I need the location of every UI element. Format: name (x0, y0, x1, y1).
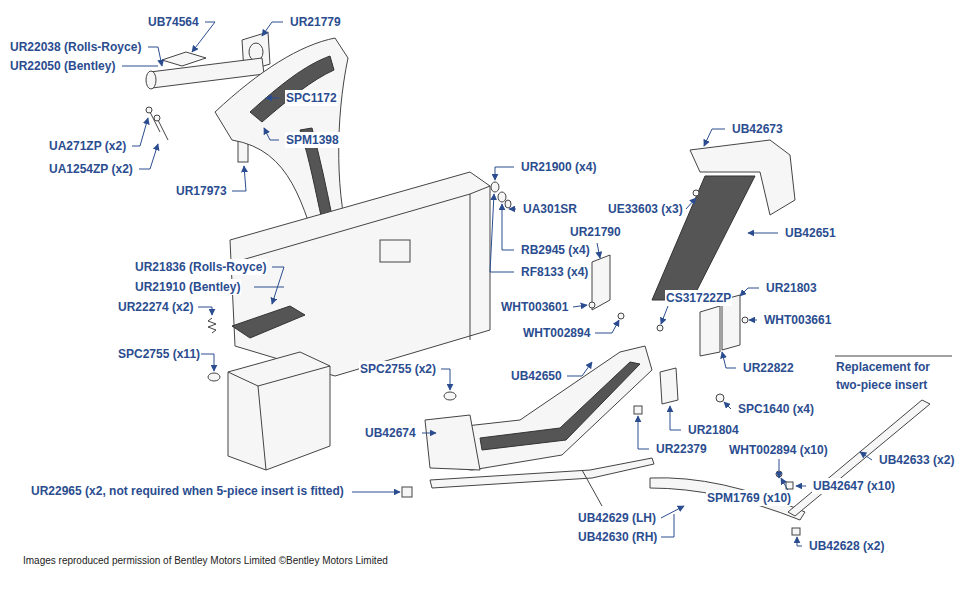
part-number: UR21804 (687, 422, 740, 438)
part-number: UB42651 (784, 225, 837, 241)
part-number: UB74564 (147, 14, 200, 30)
leader-lines (122, 22, 872, 546)
part-number: UR21910 (Bentley) (134, 279, 241, 295)
part-number: UB42630 (RH) (577, 529, 658, 545)
part-number: UA1254ZP (x2) (48, 161, 134, 177)
part-number: UB42633 (x2) (878, 452, 955, 468)
bumper-bar (208, 38, 511, 470)
part-number: SPC2755 (x2) (359, 361, 437, 377)
part-number: UR22379 (655, 441, 708, 457)
note-text: Replacement for two-piece insert (835, 358, 957, 394)
part-number: WHT002894 (x10) (728, 442, 829, 458)
part-number: UB42629 (LH) (577, 510, 657, 526)
part-number: RF8133 (x4) (520, 264, 589, 280)
corner-bumper (402, 140, 952, 535)
part-number: UB42647 (x10) (812, 478, 896, 494)
part-number: WHT003601 (500, 299, 569, 315)
part-number: RB2945 (x4) (520, 242, 591, 258)
part-number: UB42650 (510, 368, 563, 384)
part-number: UR17973 (175, 183, 228, 199)
part-number: SPM1769 (x10) (706, 490, 792, 506)
part-number: UB42628 (x2) (808, 538, 885, 554)
part-number: SPC1172 (285, 90, 338, 106)
part-number: UR22822 (742, 360, 795, 376)
copyright-note: Images reproduced permission of Bentley … (22, 553, 389, 569)
part-number: UR22965 (x2, not required when 5-piece i… (30, 483, 345, 499)
part-number: SPC1640 (x4) (737, 401, 815, 417)
part-number: SPM1398 (285, 132, 340, 148)
part-number: CS31722ZP (665, 290, 732, 306)
part-number: UR22038 (Rolls-Royce) (9, 39, 142, 55)
part-number: UR22050 (Bentley) (9, 58, 116, 74)
part-number: UB42673 (731, 121, 784, 137)
part-number: UR21790 (569, 224, 622, 240)
part-number: UE33603 (x3) (607, 201, 684, 217)
part-number: UR21779 (289, 14, 342, 30)
part-number: UA271ZP (x2) (48, 138, 127, 154)
part-number: UB42674 (364, 425, 417, 441)
part-number: UR22274 (x2) (117, 299, 194, 315)
part-number: UR21803 (765, 280, 818, 296)
part-number: UR21836 (Rolls-Royce) (134, 259, 267, 275)
part-number: WHT003661 (763, 312, 832, 328)
part-number: WHT002894 (522, 325, 591, 341)
part-number: UA301SR (522, 201, 578, 217)
part-number: SPC2755 (x11) (117, 346, 201, 362)
part-number: UR21900 (x4) (520, 159, 597, 175)
